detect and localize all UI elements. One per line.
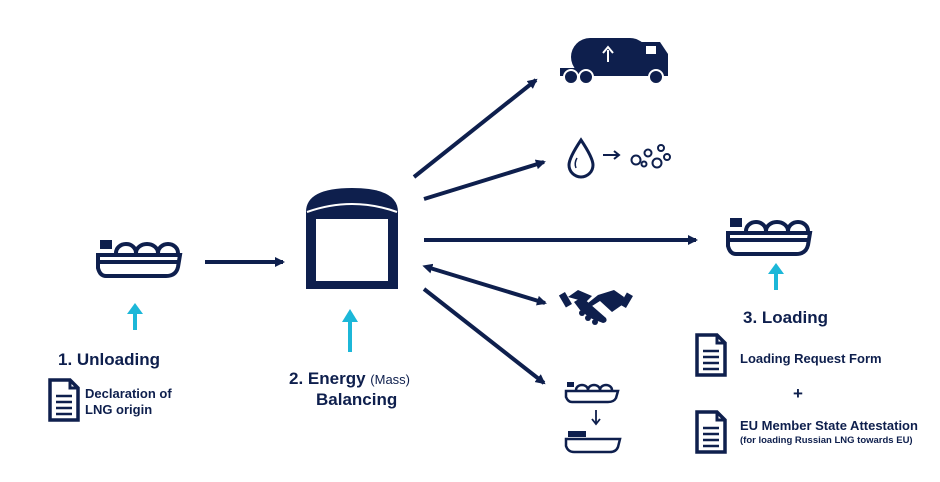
balancing-title-note: (Mass) — [370, 372, 410, 387]
balancing-title-line1: 2. Energy (Mass) — [289, 369, 410, 389]
flow-arrow-trade — [422, 263, 547, 306]
unloading-ship-icon — [96, 240, 183, 278]
attestation-note: (for loading Russian LNG towards EU) — [740, 435, 913, 446]
flow-arrow-to-regas — [423, 159, 546, 201]
document-icon — [695, 333, 727, 377]
loading-title: 3. Loading — [743, 308, 828, 327]
unloading-title: 1. Unloading — [58, 350, 160, 369]
loading-up-arrow — [768, 263, 784, 290]
unloading-up-arrow — [127, 303, 143, 330]
loading-request-form-label: Loading Request Form — [740, 351, 882, 366]
attestation-label: EU Member State Attestation — [740, 418, 918, 433]
unloading-document-label-line1: Declaration of — [85, 386, 172, 401]
balancing-title-line2: Balancing — [316, 390, 398, 409]
handshake-icon — [558, 290, 633, 325]
tanker-truck-icon — [560, 38, 668, 85]
storage-tank-icon — [306, 188, 398, 289]
document-icon — [48, 378, 80, 422]
unloading-document-label-line2: LNG origin — [85, 402, 153, 417]
document-icon — [695, 410, 727, 454]
flow-arrow-to-truck — [412, 78, 538, 179]
regasification-icon — [567, 137, 671, 179]
plus-sign: + — [793, 384, 803, 403]
ship-to-ship-transfer-icon — [564, 382, 622, 454]
balancing-title-part1: 2. Energy — [289, 369, 366, 388]
flow-arrow-to-transfer — [422, 287, 546, 385]
loading-ship-icon — [726, 218, 813, 256]
balancing-up-arrow — [342, 309, 358, 352]
